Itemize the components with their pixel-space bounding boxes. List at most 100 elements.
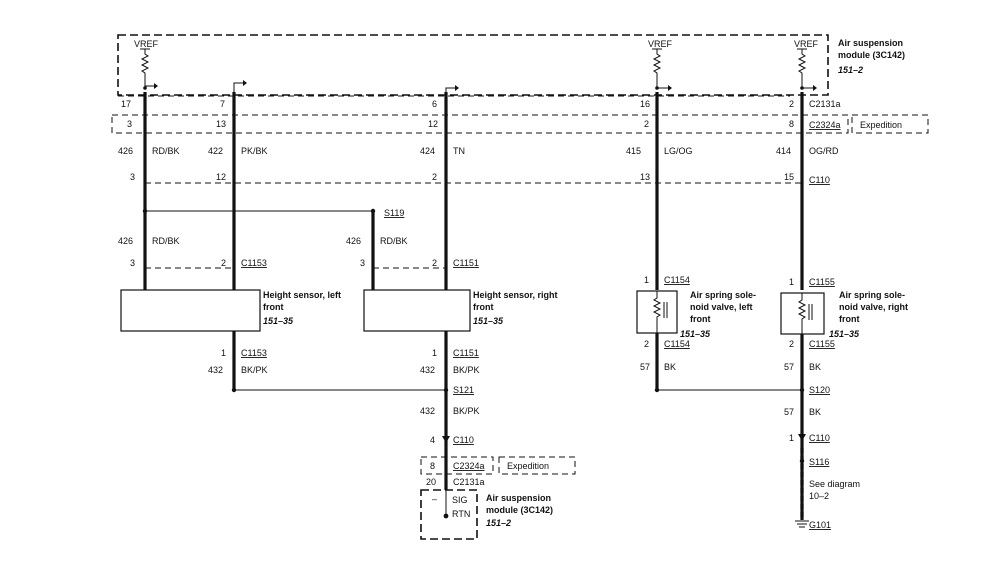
see-diagram-1: See diagram: [809, 479, 860, 489]
color-ogrd: OG/RD: [809, 146, 839, 156]
c1155-label-bot: C1155: [809, 339, 835, 349]
expedition-box-lower: [498, 456, 576, 475]
ground-icon: [795, 520, 809, 528]
ground-c110-label: C110: [809, 433, 830, 443]
left-valve-name-2: noid valve, left: [690, 302, 753, 312]
s121-label: S121: [453, 385, 474, 395]
lower-c2324a-label: C2324a: [453, 461, 485, 471]
lower-c110-pin: 4: [430, 435, 435, 445]
pin-2a: 2: [644, 119, 649, 129]
right-valve-circuit: 57: [784, 362, 794, 372]
right-valve-ref: 151–35: [829, 329, 860, 339]
module-top-name-2: module (3C142): [838, 50, 905, 60]
right-sensor-name-1: Height sensor, right: [473, 290, 558, 300]
lower-c110-label: C110: [453, 435, 474, 445]
module-top-ref: 151–2: [838, 65, 863, 75]
c1153-label-out: C1153: [241, 348, 267, 358]
pin-12b: 12: [216, 172, 226, 182]
module-top-name-1: Air suspension: [838, 38, 903, 48]
ground-c110-pin: 1: [789, 433, 794, 443]
vref-4: VREF: [648, 39, 673, 90]
ground-circuit: 57: [784, 407, 794, 417]
height-sensor-right: [363, 289, 471, 332]
color-tn: TN: [453, 146, 465, 156]
circuit-414: 414: [776, 146, 791, 156]
left-valve-ref: 151–35: [680, 329, 711, 339]
c2131a-label: C2131a: [809, 99, 841, 109]
c1153-pin-3: 3: [130, 258, 135, 268]
lower-module-name-1: Air suspension: [486, 493, 551, 503]
pin-6: 6: [432, 99, 437, 109]
c1153-pin-1: 1: [221, 348, 226, 358]
lower-module-name-2: module (3C142): [486, 505, 553, 515]
left-valve-name-3: front: [690, 314, 711, 324]
ground-color: BK: [809, 407, 821, 417]
svg-text:VREF: VREF: [794, 39, 819, 49]
vref-5: VREF: [794, 39, 819, 90]
c1155-pin-2: 2: [789, 339, 794, 349]
expedition-lower: Expedition: [507, 461, 549, 471]
color-rdbk: RD/BK: [152, 146, 180, 156]
left-sensor-circuit: 426: [118, 236, 133, 246]
c1154-label-bot: C1154: [664, 339, 690, 349]
expedition-box-top: [851, 114, 929, 134]
c1153-pin-2: 2: [221, 258, 226, 268]
g101-label: G101: [809, 520, 831, 530]
right-out-circuit: 432: [420, 365, 435, 375]
left-sensor-color: RD/BK: [152, 236, 180, 246]
lower-c2131a-label: C2131a: [453, 477, 485, 487]
lower-c2131a-pin: 20: [426, 477, 436, 487]
module-return-symbols: [145, 80, 817, 100]
right-valve-color: BK: [809, 362, 821, 372]
lower-color: BK/PK: [453, 406, 480, 416]
right-sensor-name-2: front: [473, 302, 494, 312]
circuit-415: 415: [626, 146, 641, 156]
vref-1: VREF: [134, 39, 159, 90]
pin-2: 2: [789, 99, 794, 109]
pin-15b: 15: [784, 172, 794, 182]
c1155-label-top: C1155: [809, 277, 835, 287]
left-sensor-name-1: Height sensor, left: [263, 290, 341, 300]
pin-2b: 2: [432, 172, 437, 182]
pin-16: 16: [640, 99, 650, 109]
see-diagram-2: 10–2: [809, 491, 829, 501]
c1154-pin-1: 1: [644, 275, 649, 285]
pin-13: 13: [216, 119, 226, 129]
right-sensor-circuit: 426: [346, 236, 361, 246]
c2324a-box-lower: [420, 456, 494, 475]
lower-wires: [232, 331, 804, 520]
lower-c2324a-pin: 8: [430, 461, 435, 471]
pin-17: 17: [121, 99, 131, 109]
right-out-color: BK/PK: [453, 365, 480, 375]
c1151-label: C1151: [453, 258, 479, 268]
c1154-pin-2: 2: [644, 339, 649, 349]
right-valve-name-2: noid valve, right: [839, 302, 908, 312]
right-sensor-color: RD/BK: [380, 236, 408, 246]
color-lgog: LG/OG: [664, 146, 693, 156]
left-sensor-ref: 151–35: [263, 316, 294, 326]
coil-icon-left: [652, 291, 662, 333]
c2324a-label: C2324a: [809, 120, 841, 130]
pin-13b: 13: [640, 172, 650, 182]
right-valve-name-3: front: [839, 314, 860, 324]
s116-label: S116: [809, 457, 829, 467]
pin-3b: 3: [130, 172, 135, 182]
c1151-label-out: C1151: [453, 348, 479, 358]
s120-label: S120: [809, 385, 830, 395]
c2324a-dashed-box: [111, 114, 849, 134]
lower-circuit: 432: [420, 406, 435, 416]
left-sensor-name-2: front: [263, 302, 284, 312]
left-valve-name-1: Air spring sole-: [690, 290, 756, 300]
c1154-label-top: C1154: [664, 275, 690, 285]
left-valve-circuit: 57: [640, 362, 650, 372]
circuit-424: 424: [420, 146, 435, 156]
circuit-422: 422: [208, 146, 223, 156]
pin-7: 7: [220, 99, 225, 109]
c1151-pin-1: 1: [432, 348, 437, 358]
s119-label: S119: [384, 208, 404, 218]
right-valve-name-1: Air spring sole-: [839, 290, 905, 300]
expedition-top: Expedition: [860, 120, 902, 130]
c1151-pin-2: 2: [432, 258, 437, 268]
